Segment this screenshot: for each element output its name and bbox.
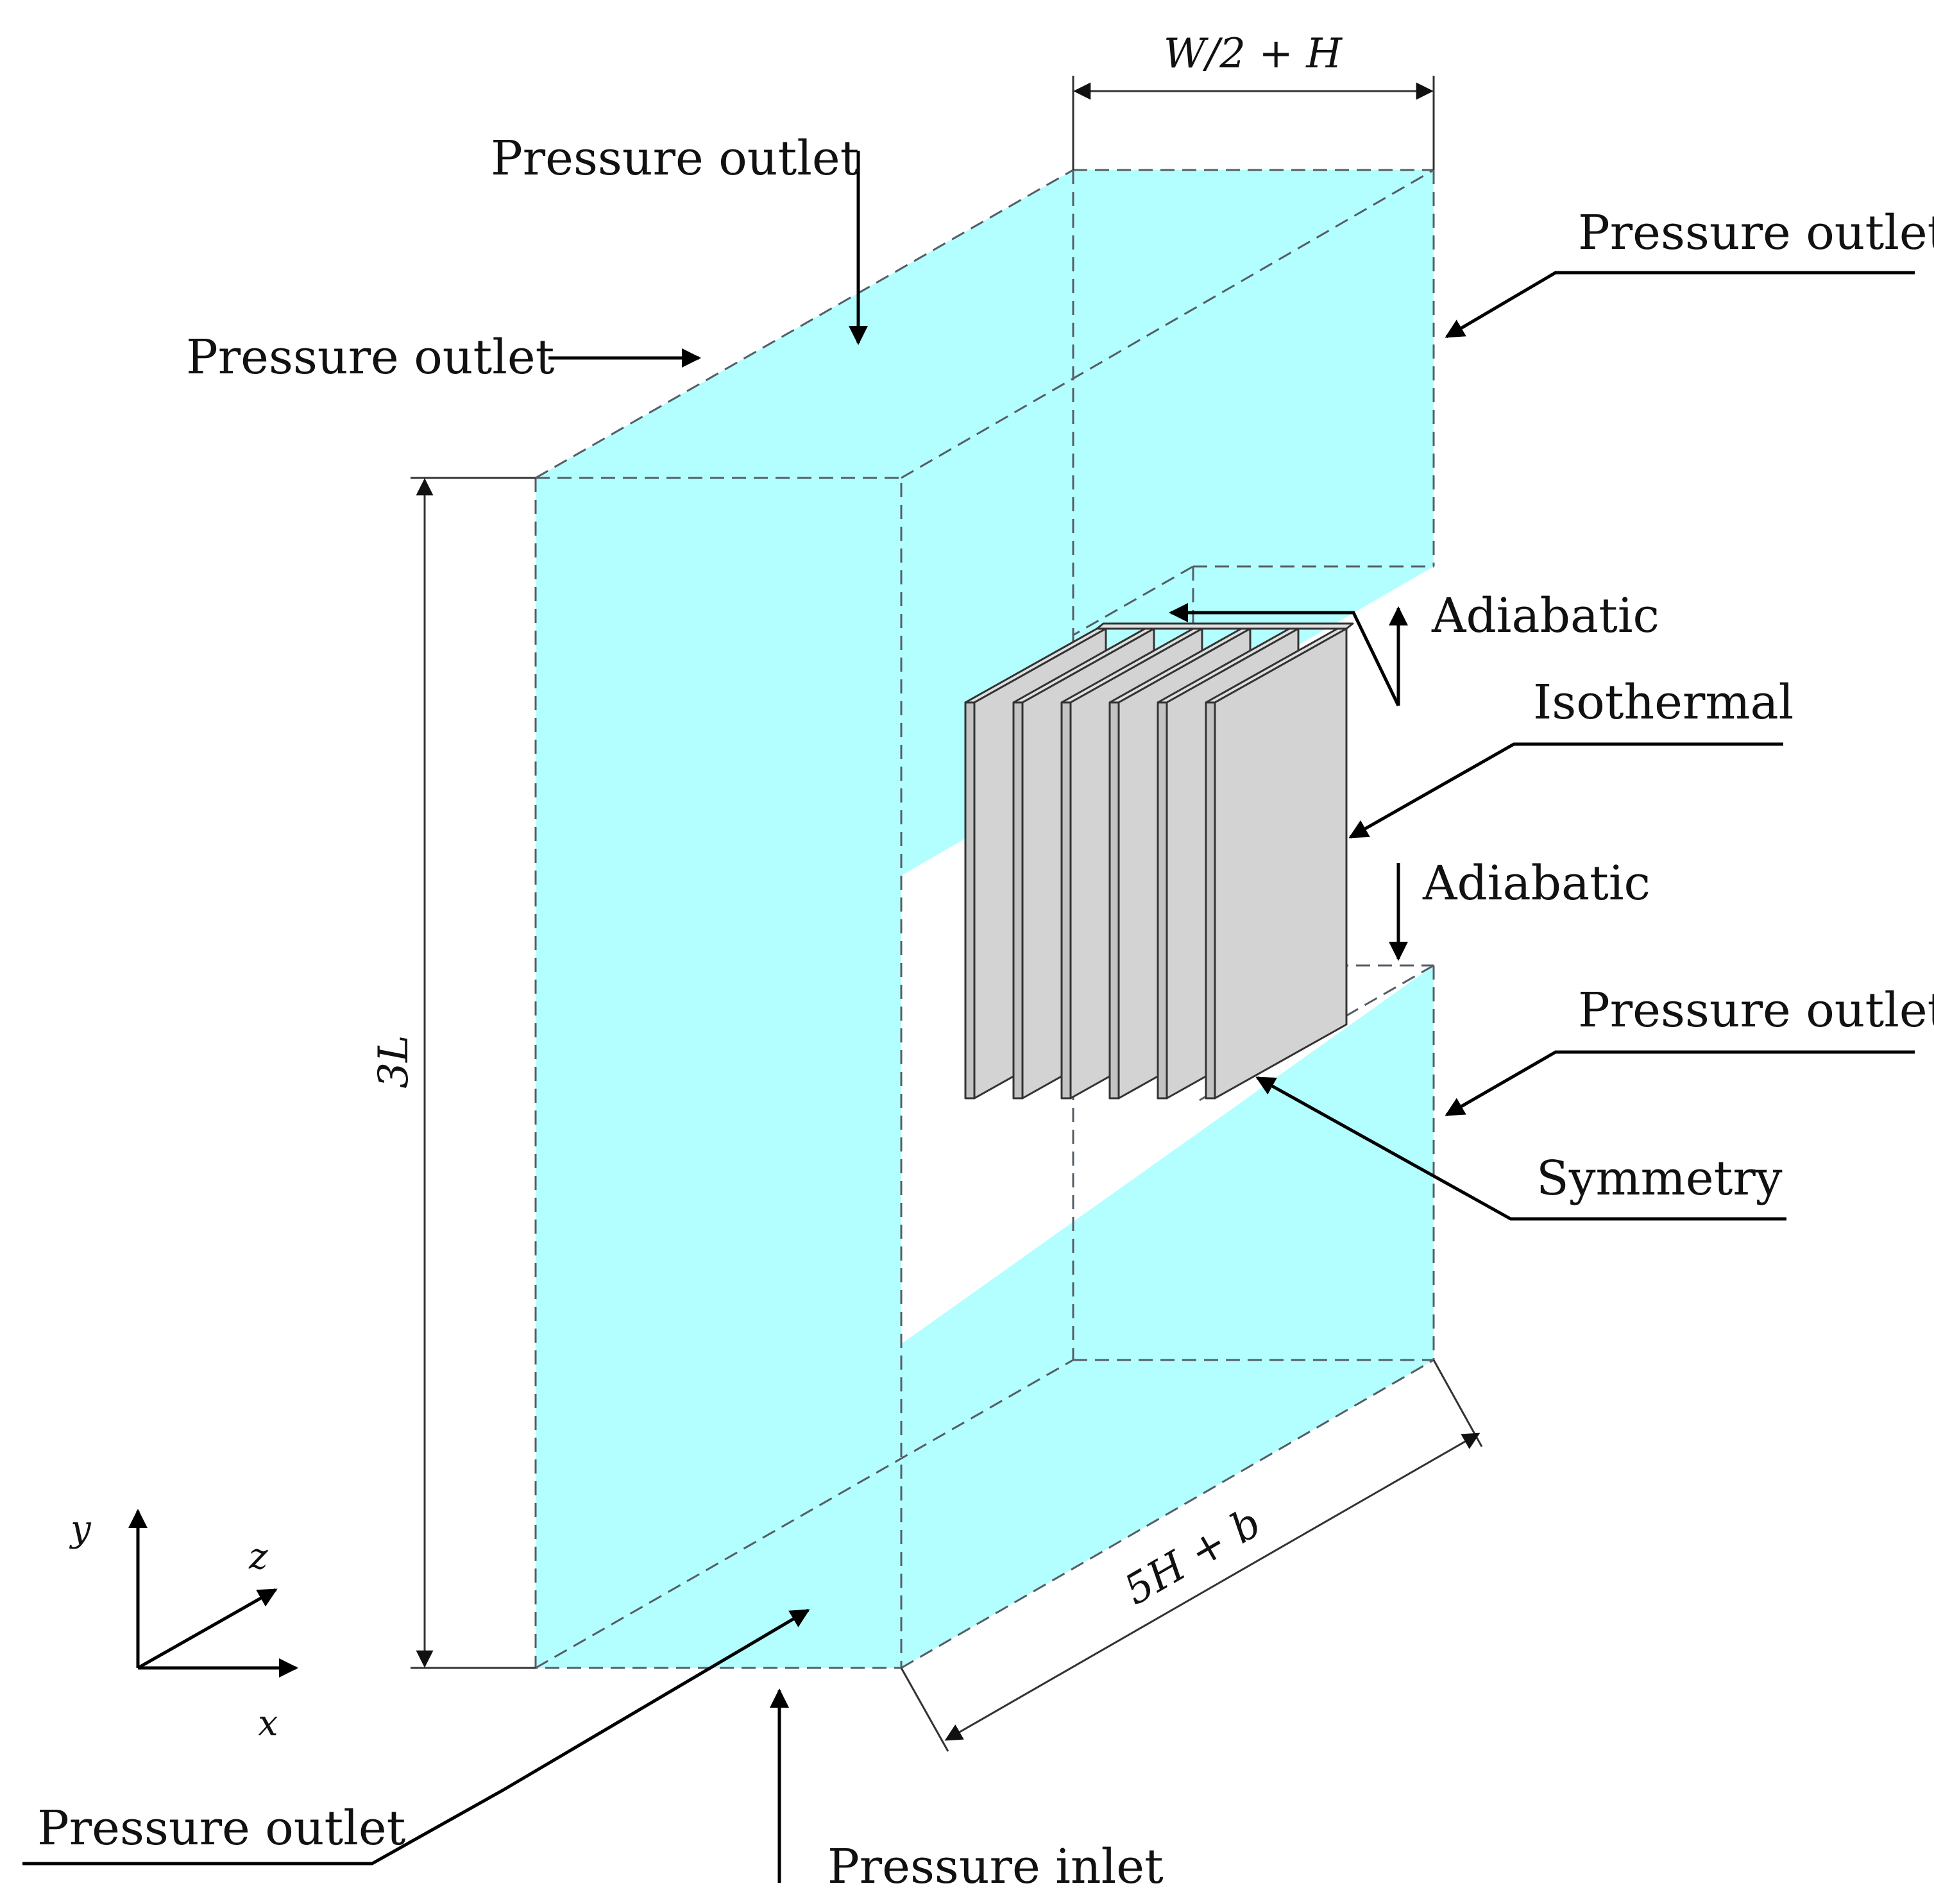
fin-edge-face <box>1205 701 1216 1100</box>
label-pressure-outlet-right-top: Pressure outlet <box>1578 205 1934 260</box>
height-dimension-label: 3L <box>370 1035 418 1088</box>
top-right-edge <box>901 169 1434 479</box>
label-pressure-outlet-right-bottom: Pressure outlet <box>1578 983 1934 1038</box>
fin-edge-face <box>1012 701 1024 1100</box>
z-axis-arrow <box>137 1588 278 1670</box>
x-axis-label: x <box>258 1703 278 1744</box>
arrow-isothermal <box>1348 742 1783 839</box>
fin-edge-face <box>1060 701 1072 1100</box>
dimension-lines <box>411 76 1483 1752</box>
arrow-pressure-outlet-bottom <box>22 1608 810 1866</box>
fin-edge-face <box>964 701 976 1100</box>
arrow-pressure-outlet-right-top <box>1445 271 1915 339</box>
fin-side-face <box>1214 627 1348 1100</box>
depth-extension-back <box>1432 1359 1483 1447</box>
label-isothermal: Isothermal <box>1533 675 1794 730</box>
coordinate-axes: y z x <box>69 1508 298 1744</box>
label-pressure-outlet-left: Pressure outlet <box>186 330 555 385</box>
annotation-arrows <box>22 151 1915 1883</box>
arrow-pressure-outlet-right-bottom <box>1445 1050 1915 1117</box>
label-symmetry: Symmetry <box>1536 1151 1783 1206</box>
label-pressure-outlet-bottom: Pressure outlet <box>37 1801 406 1856</box>
domain-top-face <box>536 170 1434 478</box>
heat-sink-fins <box>964 622 1354 1100</box>
domain-front-face <box>536 478 901 1668</box>
z-axis-label: z <box>248 1536 268 1577</box>
label-pressure-outlet-top: Pressure outlet <box>491 131 860 186</box>
notch-top-diagonal-edge <box>1073 565 1194 636</box>
bottom-left-edge <box>535 1359 1074 1669</box>
y-axis-label: y <box>69 1508 92 1550</box>
fin-base-plate <box>1096 622 1354 630</box>
fin-edge-face <box>1157 701 1168 1100</box>
label-adiabatic-bottom: Adiabatic <box>1422 856 1650 911</box>
arrow-symmetry <box>1255 1076 1786 1221</box>
label-pressure-inlet: Pressure inlet <box>827 1839 1164 1894</box>
depth-dimension-line <box>944 1432 1480 1741</box>
width-dimension-label: W/2 + H <box>1164 30 1343 78</box>
arrow-adiabatic-top-leader <box>1169 603 1400 707</box>
top-left-edge <box>535 169 1074 479</box>
depth-extension-front <box>900 1667 949 1752</box>
fin-edge-face <box>1108 701 1120 1100</box>
label-adiabatic-top: Adiabatic <box>1431 588 1659 643</box>
